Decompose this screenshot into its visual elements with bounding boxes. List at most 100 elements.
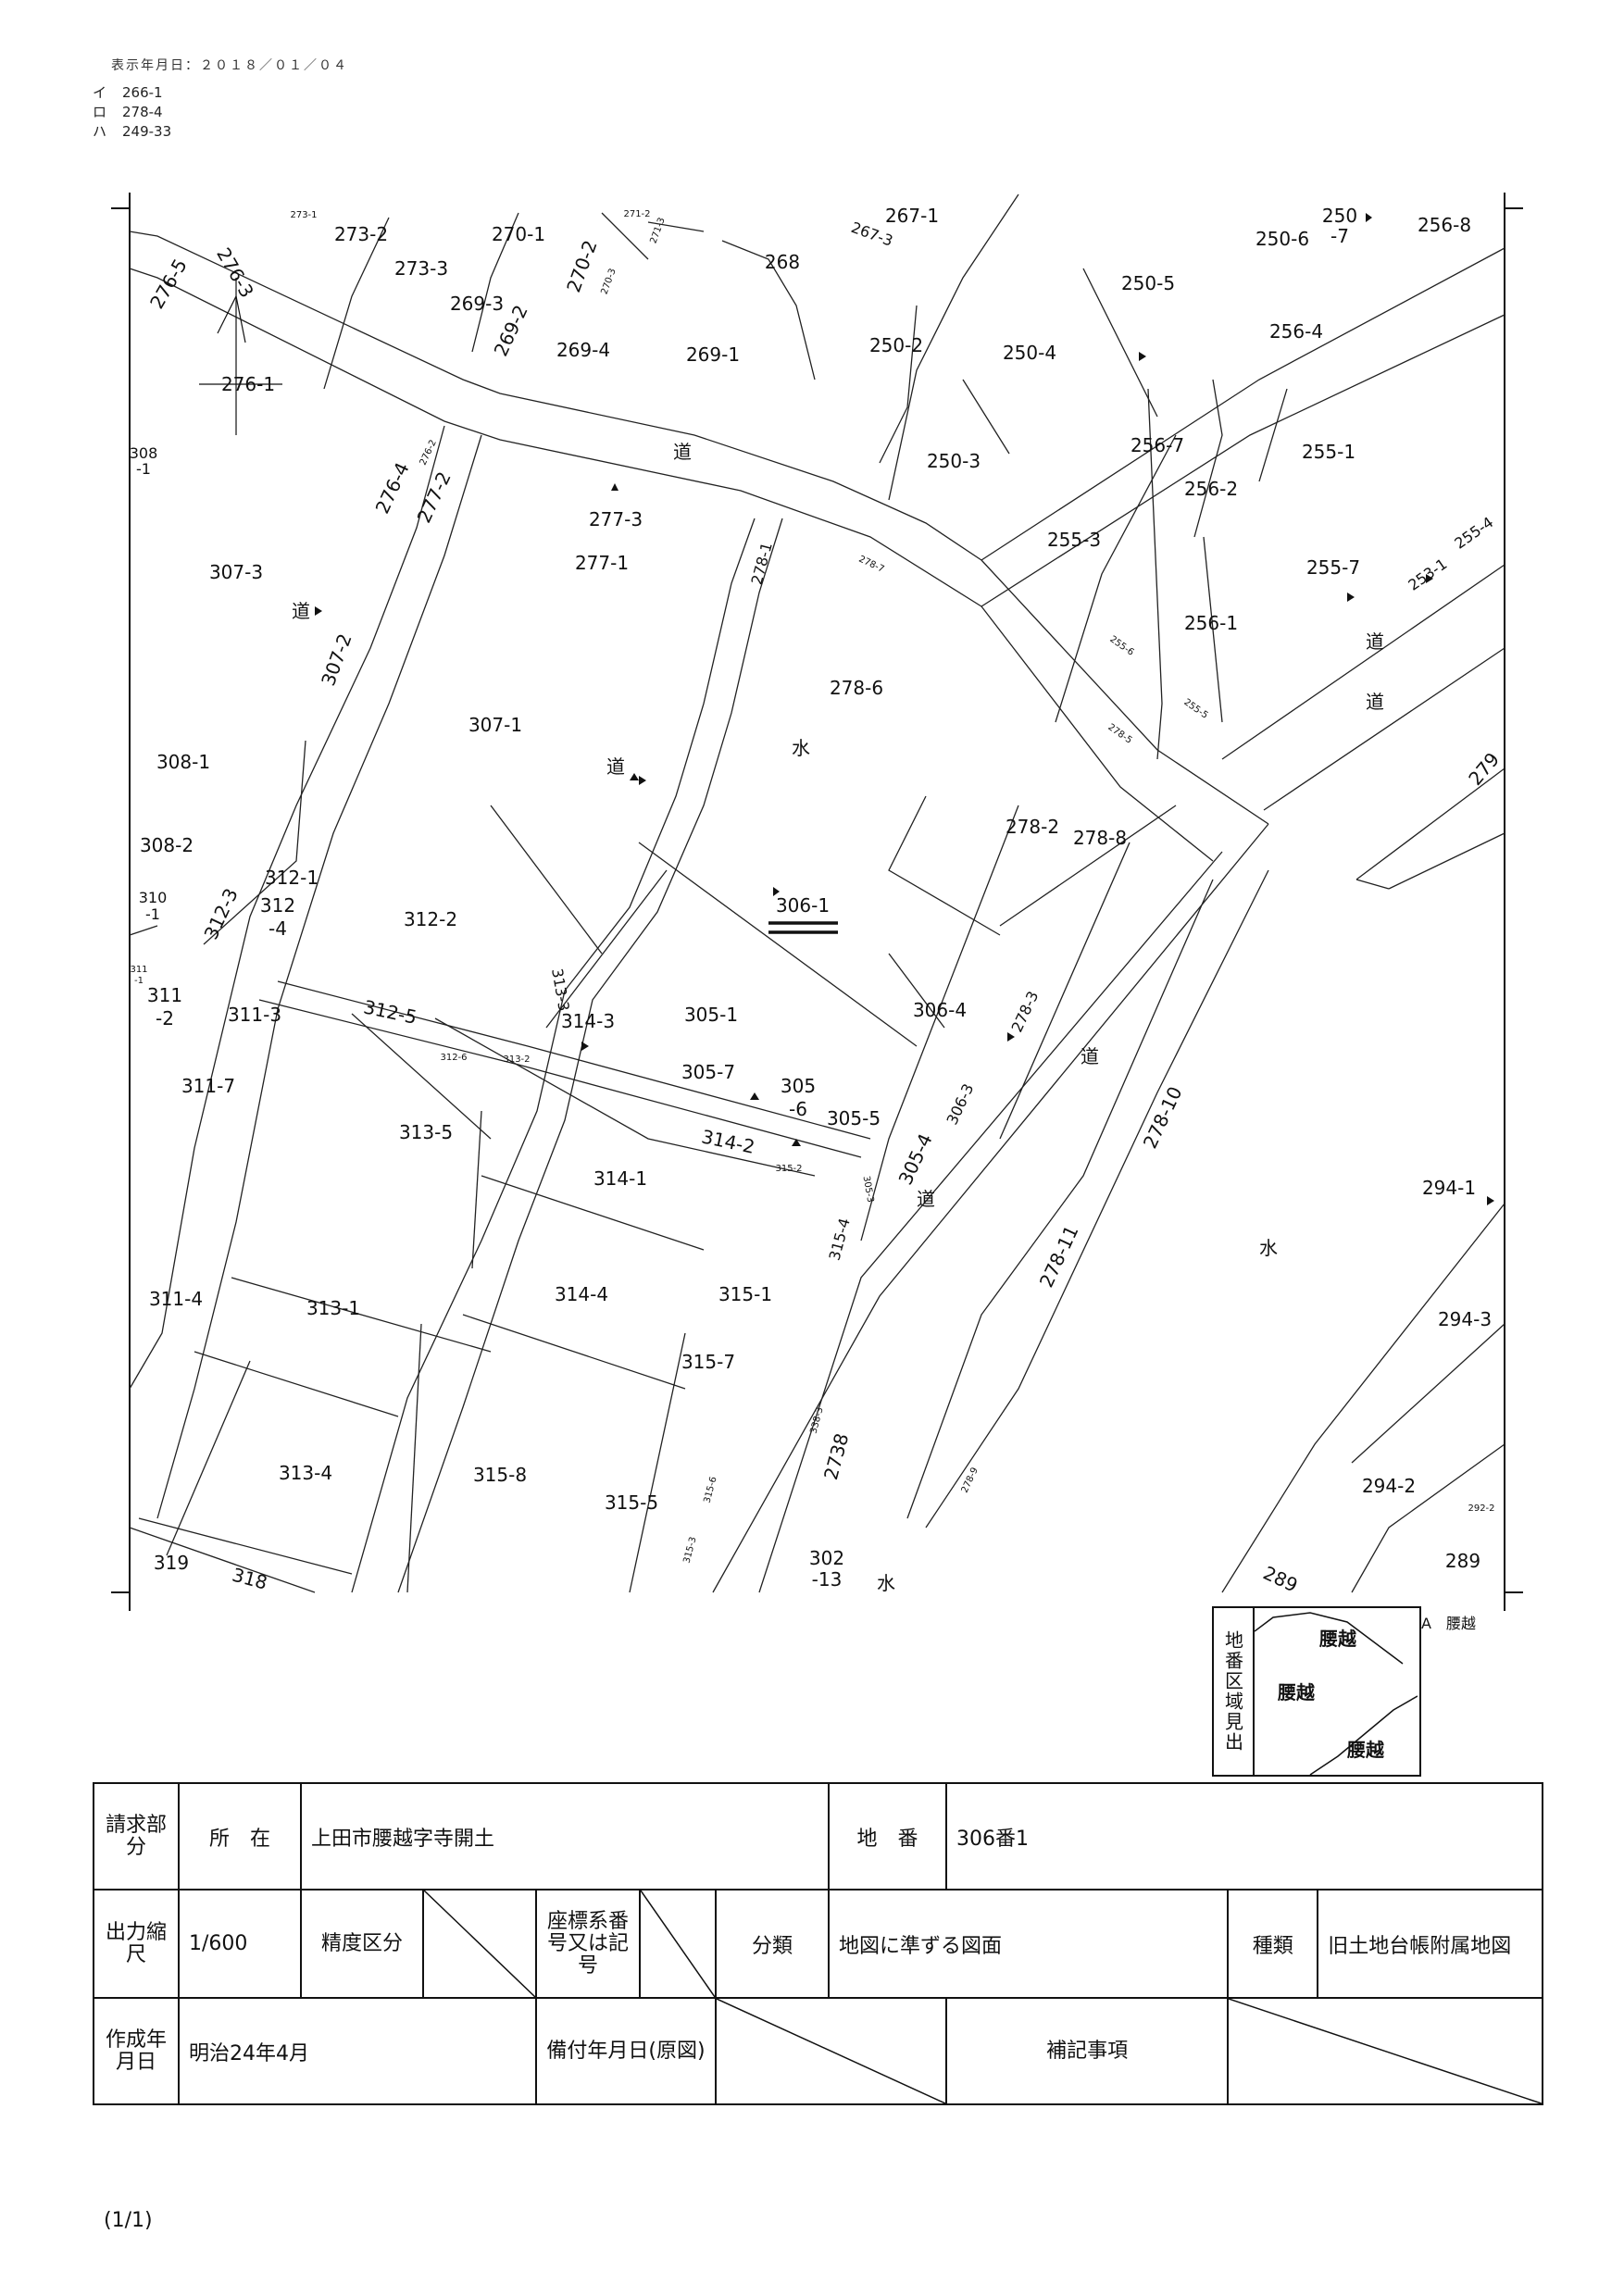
parcel-label: 255-1 [1302,441,1355,463]
parcel-label: 255-4 [1451,513,1496,552]
parcel-label: 269-3 [450,293,504,315]
parcel-label: 256-2 [1184,478,1238,500]
parcel-label: 276-1 [221,373,275,395]
parcel-label: 312-3 [199,885,242,943]
map-info-table: 請求部分 所 在 上田市腰越字寺開土 地 番 306番1 出力縮尺 1/600 … [93,1782,1543,2105]
parcel-label: 278-5 [1106,722,1133,746]
parcel-label: 278-2 [1006,816,1059,838]
parcel-label: 306-4 [913,999,967,1021]
parcel-label: 255-7 [1306,556,1360,579]
parcel-label: 311-4 [149,1288,203,1310]
parcel-label: 271-2 [623,209,650,219]
parcel-label: 315-6 [703,1476,719,1504]
created-date-label: 作成年月日 [93,1997,180,2105]
area-name-middle: 腰越 [1277,1681,1316,1703]
road-label: 道 [1366,630,1384,653]
lot-number-value: 306番1 [945,1782,1543,1890]
parcel-label: 306-3 [943,1081,978,1128]
parcel-label: -2 [156,1007,174,1029]
parcel-label: 338-3 [809,1406,826,1435]
parcel-label: 273-2 [334,223,388,245]
parcel-label: 315-5 [605,1491,658,1514]
parcel-label: 289 [1445,1550,1480,1572]
parcel-label: 278-3 [1008,989,1043,1035]
parcel-label: 279 [1464,748,1504,790]
parcel-label: 314-4 [555,1283,608,1305]
parcel-label: 278-9 [960,1466,981,1494]
parcel-label: 276-3 [212,243,258,301]
parcel-label: 255-5 [1181,697,1209,721]
parcel-label: 312-6 [440,1053,467,1063]
request-part-label: 請求部分 [93,1782,180,1890]
parcel-label: 311-7 [181,1075,235,1097]
parcel-label: 310 [139,889,168,906]
parcel-label: 270-3 [600,268,618,296]
parcel-label: 2738 [819,1430,853,1481]
parcel-label: 278-7 [857,555,886,575]
parcel-label: 307-1 [468,714,522,736]
parcel-label: 305-1 [684,1004,738,1026]
parcel-label: 314-1 [593,1167,647,1190]
parcel-label: 277-3 [589,508,643,530]
parcel-label: 270-1 [492,223,545,245]
parcel-label: 250-5 [1121,272,1175,294]
parcel-label: 311 [130,965,147,975]
parcel-label: 314-3 [561,1010,615,1032]
parcel-label: 278-8 [1073,827,1127,849]
parcel-label: 313-5 [399,1121,453,1143]
lot-area-index: 地番区域見出 腰越 腰越 腰越 [1212,1606,1421,1777]
parcel-label: 250-6 [1255,228,1309,250]
parcel-label: 250-2 [869,334,923,356]
kind-cell: 種類 旧土地台帳附属地図 [1227,1889,1543,1999]
parcel-label: 273-3 [394,257,448,280]
parcel-label: 250 [1322,205,1357,227]
parcel-label: 276-4 [370,459,413,518]
lot-area-index-sketch: 腰越 腰越 腰越 [1255,1612,1418,1775]
road-label: 道 [1366,691,1384,713]
parcel-label: 307-2 [317,630,356,689]
kind-value: 旧土地台帳附属地図 [1328,1934,1512,1958]
created-date-value: 明治24年4月 [178,1997,537,2105]
installed-date-value-empty [715,1997,947,2105]
parcel-label: 308-1 [156,751,210,773]
parcel-label: 315-4 [825,1217,853,1263]
parcel-label: 307-3 [209,561,263,583]
parcel-label: 269-1 [686,343,740,366]
parcel-label: -13 [812,1568,843,1591]
parcel-label: 289 [1260,1562,1302,1597]
location-value: 上田市腰越字寺開土 [300,1782,830,1890]
parcel-label: 308-2 [140,834,194,856]
area-code-note: A 腰越 [1421,1615,1476,1632]
parcel-label: 271-3 [649,217,668,245]
parcel-label: 313-4 [279,1462,332,1484]
parcel-label: 270-2 [562,237,601,295]
location-label: 所 在 [178,1782,302,1890]
output-scale-label: 出力縮尺 [93,1889,180,1999]
parcel-label: 315-1 [718,1283,772,1305]
lot-number-label: 地 番 [828,1782,947,1890]
parcel-label: 253-1 [1405,555,1450,593]
coordinate-system-value-empty [639,1889,717,1999]
parcel-label: 292-2 [1468,1504,1494,1514]
parcel-label: 294-3 [1438,1308,1492,1330]
parcel-label: 268 [765,251,800,273]
coordinate-system-label: 座標系番号又は記号 [535,1889,641,1999]
parcel-label: 315-3 [682,1536,699,1565]
parcel-label: 278-6 [830,677,883,699]
area-name-top: 腰越 [1318,1628,1357,1650]
parcel-label: 315-2 [775,1164,802,1174]
road-label: 道 [673,441,692,463]
parcel-label: 314-2 [700,1125,757,1158]
remarks-label: 補記事項 [944,1997,1230,2105]
remarks-value-empty [1227,1997,1543,2105]
parcel-label: 308 [130,444,158,462]
parcel-label: -1 [134,976,144,986]
parcel-label: 256-7 [1131,434,1184,456]
parcel-label: 277-2 [412,468,455,527]
parcel-label: 313-1 [306,1297,360,1319]
road-label: 道 [1081,1045,1099,1067]
parcel-label: 277-1 [575,552,629,574]
parcel-label: -6 [789,1098,807,1120]
installed-date-label: 備付年月日(原図) [535,1997,717,2105]
